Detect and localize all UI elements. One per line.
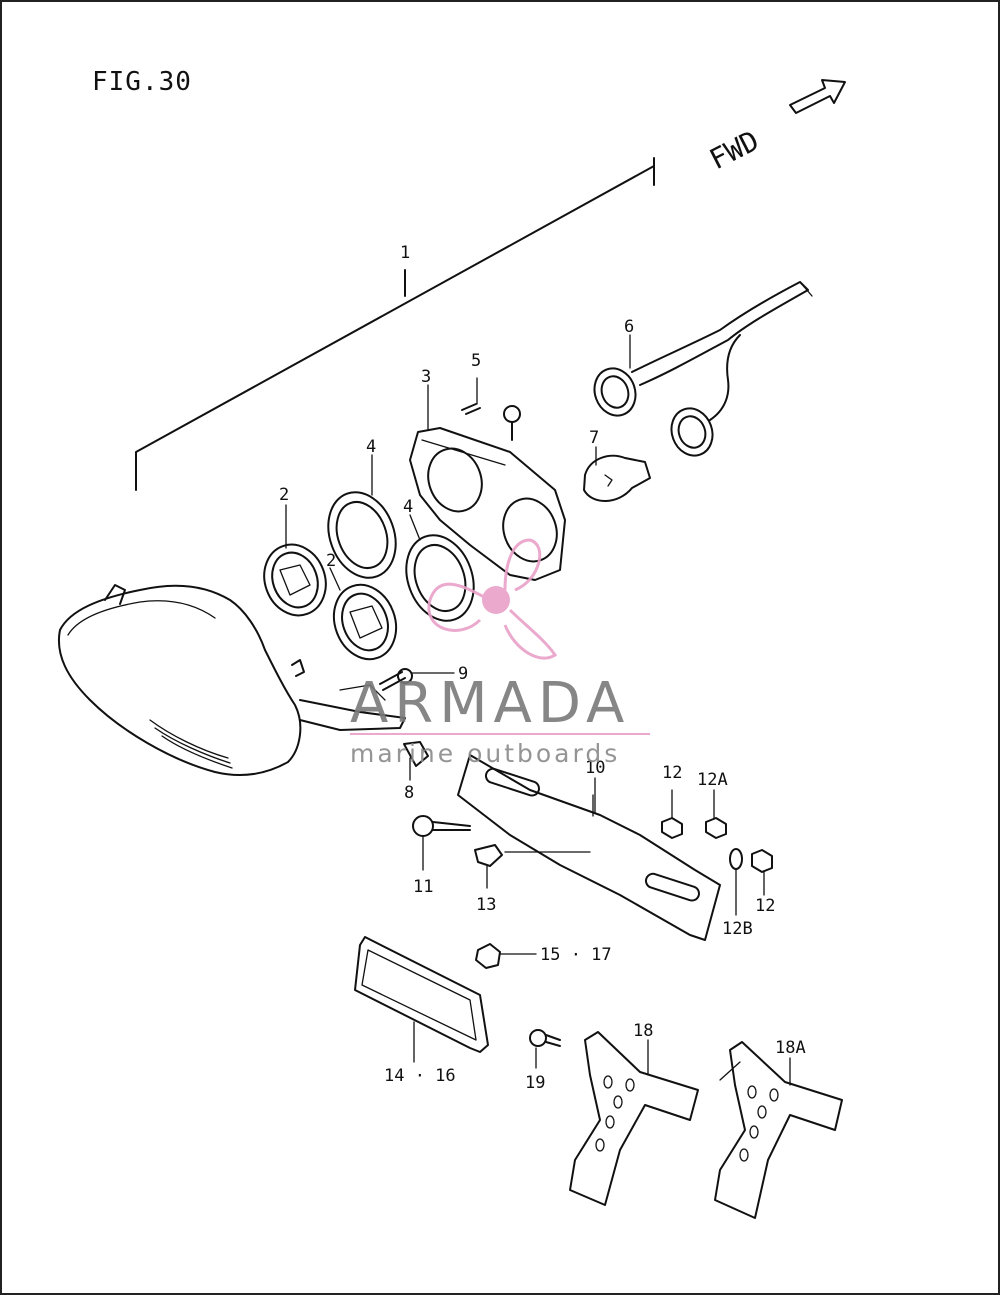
nut-12 (661, 789, 683, 839)
callout-11: 11 (413, 877, 433, 897)
bracket-18a (714, 1041, 843, 1219)
gasket-4b (405, 534, 475, 622)
callout-4a: 4 (366, 437, 376, 457)
clip-13 (474, 844, 591, 889)
watermark: ARMADA marine outboards (350, 538, 650, 768)
callout-2a: 2 (279, 485, 289, 505)
bulb-7 (583, 454, 651, 502)
callout-12b: 12B (722, 919, 753, 939)
callout-18a: 18A (775, 1038, 806, 1058)
bolt-11 (412, 815, 471, 871)
lens-plate-3 (409, 427, 566, 581)
callout-5: 5 (471, 351, 481, 371)
callout-6: 6 (624, 317, 634, 337)
screw-5 (461, 377, 521, 441)
washer-12b (729, 848, 743, 916)
callout-12-lower: 12 (755, 896, 775, 916)
callout-1: 1 (400, 243, 410, 263)
callout-15-17: 15 · 17 (540, 945, 612, 965)
socket-ring-2a (263, 543, 327, 617)
callout-9: 9 (458, 664, 468, 684)
callout-7: 7 (589, 428, 599, 448)
screw-9 (379, 668, 455, 691)
callout-18: 18 (633, 1021, 653, 1041)
socket-harness-6 (593, 281, 813, 457)
watermark-tagline: marine outboards (350, 739, 620, 768)
callout-19: 19 (525, 1073, 545, 1093)
screw-19 (529, 1029, 561, 1069)
leader-lines (285, 334, 741, 1081)
bracket-18 (569, 1031, 699, 1206)
assembly-bracket (135, 157, 655, 491)
nut-12a (705, 789, 727, 839)
callout-8: 8 (404, 783, 414, 803)
callout-14-16: 14 · 16 (384, 1066, 456, 1086)
figure-title: FIG.30 (92, 67, 192, 97)
nut-12-lower (751, 849, 773, 896)
propeller-logo-icon (427, 538, 558, 660)
forward-arrow-icon (789, 79, 846, 114)
nut-15-17 (475, 943, 537, 969)
callout-4b: 4 (403, 497, 413, 517)
tail-lamp-housing (58, 584, 406, 776)
gasket-4a (327, 491, 397, 579)
callout-labels: 1 2 2 3 4 4 5 6 7 8 9 10 11 12 12A 12 12… (279, 243, 806, 1093)
callout-13: 13 (476, 895, 496, 915)
license-bracket-10 (457, 754, 721, 941)
callout-10: 10 (585, 758, 605, 778)
callout-3: 3 (421, 367, 431, 387)
socket-ring-2b (332, 583, 398, 661)
watermark-brand: ARMADA (350, 671, 630, 736)
callout-12: 12 (662, 763, 682, 783)
callout-12a: 12A (697, 770, 728, 790)
forward-label: FWD (704, 124, 764, 176)
clip-8 (403, 741, 429, 781)
forward-direction-indicator: FWD (704, 79, 846, 176)
callout-2b: 2 (326, 551, 336, 571)
reflector-14-16 (354, 936, 489, 1063)
